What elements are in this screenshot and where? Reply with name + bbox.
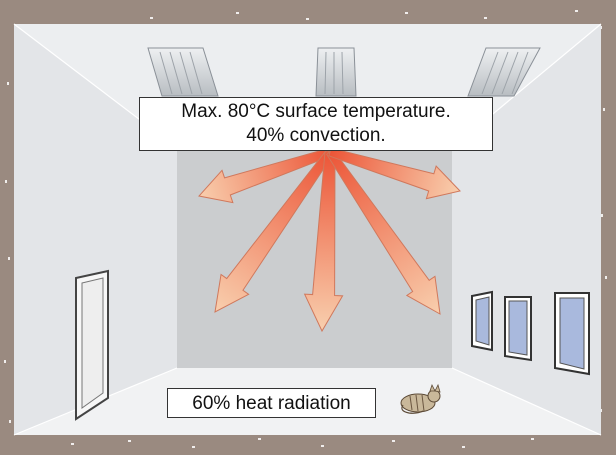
door-icon <box>75 269 109 421</box>
ceiling-heater-center-icon <box>315 47 357 97</box>
convection-text: 40% convection. <box>246 125 386 146</box>
heat-arrow-icon <box>326 149 441 315</box>
heat-arrow-shape <box>214 148 334 313</box>
cat-icon <box>400 383 441 414</box>
radiation-text: 60% heat radiation <box>192 393 351 414</box>
ceiling-heater-left-icon <box>147 47 219 97</box>
window-icon-3 <box>554 292 590 376</box>
heat-arrow-shape <box>198 147 332 204</box>
heat-arrow-icon <box>303 151 344 333</box>
heat-arrows <box>198 147 461 333</box>
heat-arrow-shape <box>303 151 344 333</box>
heat-arrow-icon <box>214 148 334 313</box>
heat-arrow-icon <box>328 147 461 200</box>
convection-annotation: Max. 80°C surface temperature. 40% conve… <box>139 97 493 151</box>
ceiling-heater-right-icon <box>467 47 541 97</box>
surface-temperature-text: Max. 80°C surface temperature. <box>181 101 451 122</box>
heat-arrow-shape <box>328 147 461 200</box>
heat-arrow-icon <box>198 147 332 204</box>
radiation-annotation: 60% heat radiation <box>167 388 376 418</box>
window-icon-2 <box>504 296 532 362</box>
left-wall <box>14 24 177 435</box>
window-icon-1 <box>471 290 493 352</box>
heat-arrow-shape <box>326 149 441 315</box>
